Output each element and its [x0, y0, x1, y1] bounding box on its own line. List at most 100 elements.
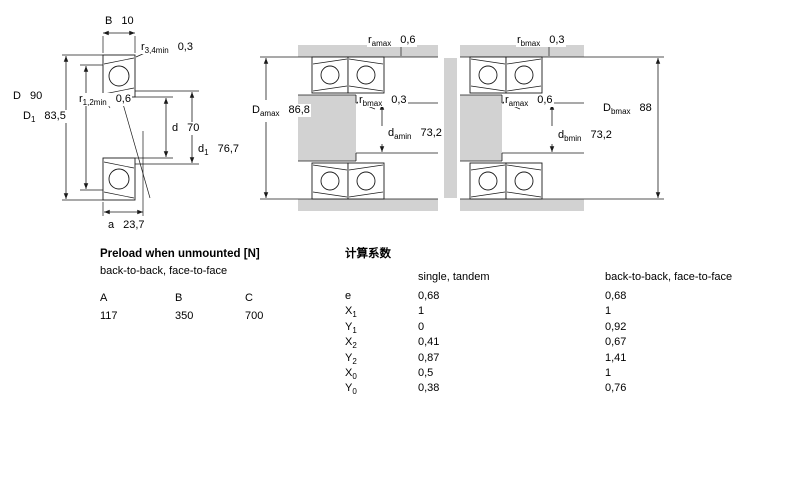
factor-value-single-tandem: 0,5 [418, 366, 434, 379]
dim-sub: bmax [610, 107, 631, 117]
factor-row-e: e 0,68 0,68 [345, 289, 785, 304]
factor-value-btb-ftf: 0,67 [605, 336, 627, 349]
dim-name: r [368, 34, 372, 46]
dim-value: 90 [29, 90, 43, 102]
factors-header-spacer [345, 271, 418, 284]
dim-label-a: a 23,7 [107, 219, 146, 232]
dim-label-r12min: r1,2min 0,6 [78, 93, 132, 108]
preload-subtitle: back-to-back, face-to-face [100, 265, 228, 277]
dim-name: d [558, 129, 565, 141]
dim-value: 0,3 [177, 41, 193, 53]
dim-label-damin: damin 73,2 [387, 127, 443, 142]
factor-value-single-tandem: 0,87 [418, 351, 440, 364]
factor-value-single-tandem: 0,68 [418, 290, 440, 302]
dim-sub: amin [394, 132, 412, 142]
dim-sub: amax [259, 109, 280, 119]
factor-value-single-tandem: 1 [418, 305, 425, 318]
factors-col-header-single-tandem: single, tandem [418, 271, 490, 283]
dim-name: d [172, 122, 179, 134]
dim-name: r [505, 94, 509, 106]
dim-sub: 1,2min [82, 98, 107, 108]
factor-value-btb-ftf: 0,92 [605, 320, 627, 333]
dim-value: 23,7 [123, 219, 145, 231]
calculation-factors-section: 计算系数 single, tandem back-to-back, face-t… [345, 248, 785, 397]
factor-value-btb-ftf: 1 [605, 366, 612, 379]
factor-row-X2: X2 0,41 0,67 [345, 335, 785, 350]
dim-name: D [252, 104, 260, 116]
preload-section: Preload when unmounted [N] back-to-back,… [100, 248, 335, 323]
preload-title: Preload when unmounted [N] [100, 248, 260, 260]
factor-symbol: X1 [345, 305, 357, 320]
factor-value-btb-ftf: 0,68 [605, 290, 627, 302]
factor-value-btb-ftf: 1,41 [605, 351, 627, 364]
factor-symbol: Y1 [345, 320, 357, 335]
dim-sub: 3,4min [144, 46, 169, 56]
technical-drawings-svg [62, 30, 664, 216]
dim-value: 70 [187, 122, 200, 134]
factor-value-btb-ftf: 1 [605, 305, 612, 318]
factors-title: 计算系数 [345, 248, 391, 260]
dim-label-rbmax-mid: rbmax 0,3 [358, 94, 408, 109]
factors-header-row: single, tandem back-to-back, face-to-fac… [345, 271, 785, 284]
bearing-pair-back-to-back-drawing [260, 37, 438, 211]
dim-name: r [359, 94, 363, 106]
preload-value-B: 350 [175, 310, 194, 322]
dim-sub: bmax [362, 99, 383, 109]
preload-value-row: 117 350 700 [100, 310, 335, 323]
preload-col-header-B: B [175, 292, 183, 304]
factors-rows: e 0,68 0,68 X1 1 1 Y1 0 0,92 X2 0,41 0,6… [345, 289, 785, 397]
dim-sub: amax [371, 39, 392, 49]
dim-label-d: d 70 [171, 122, 201, 135]
dim-label-D1: D1 83,5 [22, 110, 67, 125]
dim-value: 0,6 [115, 93, 131, 105]
factor-value-single-tandem: 0,38 [418, 382, 440, 395]
factor-symbol: X2 [345, 336, 357, 351]
dim-label-Dbmax: Dbmax 88 [602, 102, 653, 117]
dim-label-r34min: r3,4min 0,3 [140, 41, 194, 56]
factor-row-Y0: Y0 0,38 0,76 [345, 381, 785, 396]
factor-symbol: e [345, 290, 352, 302]
dim-label-Damax: Damax 86,8 [251, 104, 311, 119]
factor-row-Y2: Y2 0,87 1,41 [345, 351, 785, 366]
dim-name: D [23, 110, 31, 122]
dim-name: r [141, 41, 145, 53]
dim-value: 10 [121, 15, 134, 27]
factor-row-X0: X0 0,5 1 [345, 366, 785, 381]
factor-row-Y1: Y1 0 0,92 [345, 320, 785, 335]
bearing-pair-face-to-face-drawing [444, 37, 664, 211]
preload-header-row: A B C [100, 292, 335, 305]
dim-value: 0,3 [391, 94, 407, 106]
dim-value: 73,2 [420, 127, 442, 139]
dim-name: d [388, 127, 395, 139]
factor-symbol: Y2 [345, 351, 357, 366]
dim-value: 86,8 [288, 104, 310, 116]
dim-value: 83,5 [44, 110, 66, 122]
dim-name: D [603, 102, 611, 114]
factor-row-X1: X1 1 1 [345, 304, 785, 319]
preload-col-header-A: A [100, 292, 108, 304]
dim-value: 0,6 [537, 94, 553, 106]
dim-value: 73,2 [590, 129, 612, 141]
dim-value: 88 [639, 102, 652, 114]
factor-symbol: Y0 [345, 382, 357, 397]
dim-value: 0,6 [400, 34, 416, 46]
dim-label-ramax-top: ramax 0,6 [367, 34, 417, 49]
factors-col-header-btb-ftf: back-to-back, face-to-face [605, 271, 733, 283]
dim-name: a [108, 219, 115, 231]
dim-value: 0,3 [549, 34, 565, 46]
dim-value: 76,7 [217, 143, 239, 155]
preload-col-header-C: C [245, 292, 253, 304]
factor-value-single-tandem: 0 [418, 320, 425, 333]
dim-sub: 1 [30, 115, 36, 125]
dim-name: r [79, 93, 83, 105]
dim-sub: 1 [204, 148, 209, 158]
dim-sub: bmax [520, 39, 541, 49]
